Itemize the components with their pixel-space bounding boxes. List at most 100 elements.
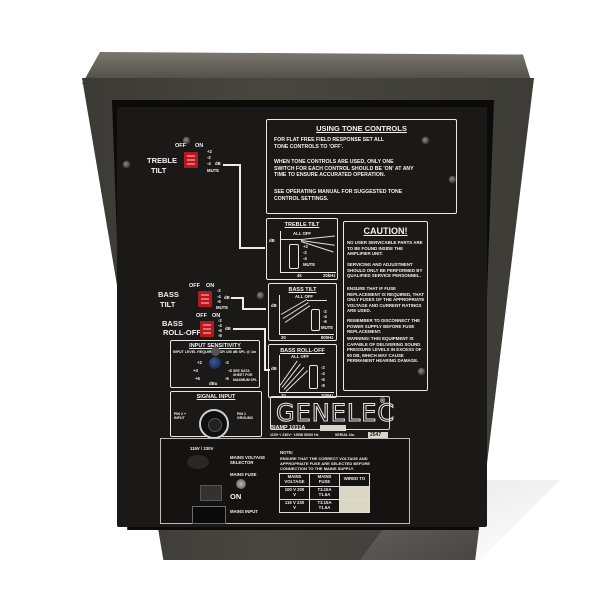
bass-rolloff-label: BASS xyxy=(162,319,183,328)
graph-step-label: -2 xyxy=(323,309,327,314)
bass-rolloff-graph-title: BASS ROLL-OFF xyxy=(280,348,325,354)
bass-tilt-on-label: ON xyxy=(206,283,215,289)
model-label: BIAMP 1031A xyxy=(270,425,306,431)
note-title: NOTE: xyxy=(280,450,294,455)
tone-info-paragraph: SEE OPERATING MANUAL FOR SUGGESTED TONE … xyxy=(274,189,403,202)
genelec-logo: GENELEC xyxy=(275,399,396,428)
graph-switch-diagram xyxy=(289,244,299,269)
graph-switch-diagram xyxy=(311,309,320,331)
signal-input-title: SIGNAL INPUT xyxy=(196,394,236,400)
treble-tilt-graph: TREBLE TILT ALL OFF dB +2 -2 -4 MUTE 4k … xyxy=(266,218,338,280)
blank-label-tag xyxy=(320,425,346,431)
pin2-label: PIN 2 + INPUT xyxy=(174,412,187,421)
serial-tag xyxy=(368,432,388,439)
graph-x-low: 20 xyxy=(281,335,286,340)
fuse-rating-table: MAINS VOLTAGE MAINS FUSE WIRED TO 100 V … xyxy=(279,473,370,513)
screw-icon xyxy=(122,160,131,169)
graph-all-off-label: ALL OFF xyxy=(291,354,310,359)
bass-rolloff-step-label: -6 xyxy=(218,328,222,333)
graph-y-label: dB xyxy=(271,303,277,308)
tone-info-paragraph: WHEN TONE CONTROLS ARE USED, ONLY ONE SW… xyxy=(274,159,414,178)
treble-tilt-dip-switch[interactable] xyxy=(184,152,198,168)
bass-rolloff-off-label: OFF xyxy=(196,313,207,319)
voltage-selector-label: MAINS VOLTAGE SELECTOR xyxy=(230,455,266,466)
graph-all-off-label: ALL OFF xyxy=(293,231,312,236)
bass-rolloff-on-label: ON xyxy=(212,313,221,319)
graph-x-high: 20kHz xyxy=(323,273,336,278)
caution-paragraph: SERVICING AND ADJUSTMENT SHOULD ONLY BE … xyxy=(347,262,423,278)
table-row: 100 V 200 V T3.15A T1.6A xyxy=(279,485,370,500)
graph-axis xyxy=(280,272,336,273)
graph-step-label: -2 xyxy=(303,250,307,255)
table-cell: 115 V 230 V xyxy=(279,498,310,513)
treble-graph-title: TREBLE TILT xyxy=(284,222,320,228)
bass-tilt-label-2: TILT xyxy=(160,300,176,309)
bass-rolloff-label-2: ROLL-OFF xyxy=(163,328,201,337)
caution-warning: WARNING! THIS EQUIPMENT IS CAPABLE OF DE… xyxy=(347,336,422,363)
graph-step-label: -4 xyxy=(321,371,325,376)
tone-info-paragraph: FOR FLAT FREE FIELD RESPONSE SET ALL TON… xyxy=(274,137,384,150)
caution-paragraph: NO USER SERVICABLE PARTS ARE TO BE FOUND… xyxy=(347,240,423,256)
serial-number: 2547 xyxy=(370,432,382,438)
tone-controls-title: USING TONE CONTROLS xyxy=(316,124,407,133)
tone-controls-info-box: USING TONE CONTROLS FOR FLAT FREE FIELD … xyxy=(266,119,457,214)
bass-tilt-off-label: OFF xyxy=(189,283,200,289)
power-on-label: ON xyxy=(230,492,242,501)
serial-label: SERIAL No. xyxy=(335,433,355,437)
sensitivity-scale-label: -2 xyxy=(225,360,229,365)
bass-tilt-step-label: -4 xyxy=(217,294,221,299)
caution-box: CAUTION! NO USER SERVICABLE PARTS ARE TO… xyxy=(343,221,428,391)
bass-tilt-dip-switch[interactable] xyxy=(198,291,212,307)
bass-tilt-graph-title: BASS TILT xyxy=(288,287,317,293)
screw-icon xyxy=(421,136,430,145)
bass-tilt-step-label: -2 xyxy=(217,288,221,293)
graph-step-label: MUTE xyxy=(321,325,334,330)
xlr-input-connector[interactable] xyxy=(199,409,229,439)
connector-line xyxy=(239,247,265,249)
sensitivity-scale-label: -6 xyxy=(225,376,229,381)
caution-paragraph: REMEMBER TO DISCONNECT THE POWER SUPPLY … xyxy=(347,318,421,334)
connector-line xyxy=(233,328,265,330)
graph-y-label: dB xyxy=(269,238,275,243)
graph-axis xyxy=(279,392,334,393)
graph-step-label: -4 xyxy=(303,256,307,261)
graph-x-high: 200Hz xyxy=(321,393,334,398)
trim-pot-top xyxy=(211,347,220,356)
graph-axis xyxy=(279,334,334,335)
power-switch[interactable] xyxy=(200,485,222,501)
graph-x-low: 20 xyxy=(281,393,286,398)
wired-to-label xyxy=(339,498,370,513)
bass-rolloff-graph: BASS ROLL-OFF ALL OFF dB -2 -4 -6 -8 20 … xyxy=(268,344,337,398)
bass-tilt-step-label: MUTE xyxy=(216,305,229,310)
treble-step-label: -2 xyxy=(207,155,211,160)
sensitivity-note: SEE DATA SHEET FOR MAXIMUM SPL xyxy=(233,369,258,382)
caution-paragraph: ENSURE THAT IF FUSE REPLACEMENT IS REQUI… xyxy=(347,286,425,313)
bass-rolloff-dip-switch[interactable] xyxy=(200,321,214,337)
screw-icon xyxy=(417,367,426,376)
graph-step-label: -4 xyxy=(323,314,327,319)
treble-on-label: ON xyxy=(195,143,204,149)
treble-db-label: dB xyxy=(215,161,221,166)
power-specs-label: 115V~/ 230V~ 150W 50/60 Hz xyxy=(270,433,319,437)
screw-icon xyxy=(182,136,191,145)
graph-axis xyxy=(280,231,281,273)
fuse-holder[interactable] xyxy=(236,479,246,489)
bass-rolloff-step-label: -8 xyxy=(218,333,222,338)
graph-step-label: -6 xyxy=(323,319,327,324)
table-row: 115 V 230 V T3.15A T1.6A xyxy=(279,498,370,513)
registered-mark: ® xyxy=(380,398,386,405)
graph-step-label: -8 xyxy=(321,383,325,388)
input-sensitivity-knob[interactable] xyxy=(209,357,221,369)
graph-axis xyxy=(279,355,280,393)
connector-line xyxy=(264,369,270,371)
voltage-options-label: 115V / 230V xyxy=(190,446,214,451)
treble-step-label: -4 xyxy=(207,161,211,166)
graph-step-label: MUTE xyxy=(303,262,316,267)
bass-tilt-step-label: -6 xyxy=(217,299,221,304)
treble-tilt-label: TREBLE xyxy=(147,156,177,165)
bass-tilt-db-label: dB xyxy=(224,295,230,300)
mains-voltage-selector[interactable] xyxy=(187,455,209,469)
connector-line xyxy=(239,164,241,248)
bass-rolloff-step-label: -4 xyxy=(218,323,222,328)
iec-mains-inlet[interactable] xyxy=(192,506,226,524)
